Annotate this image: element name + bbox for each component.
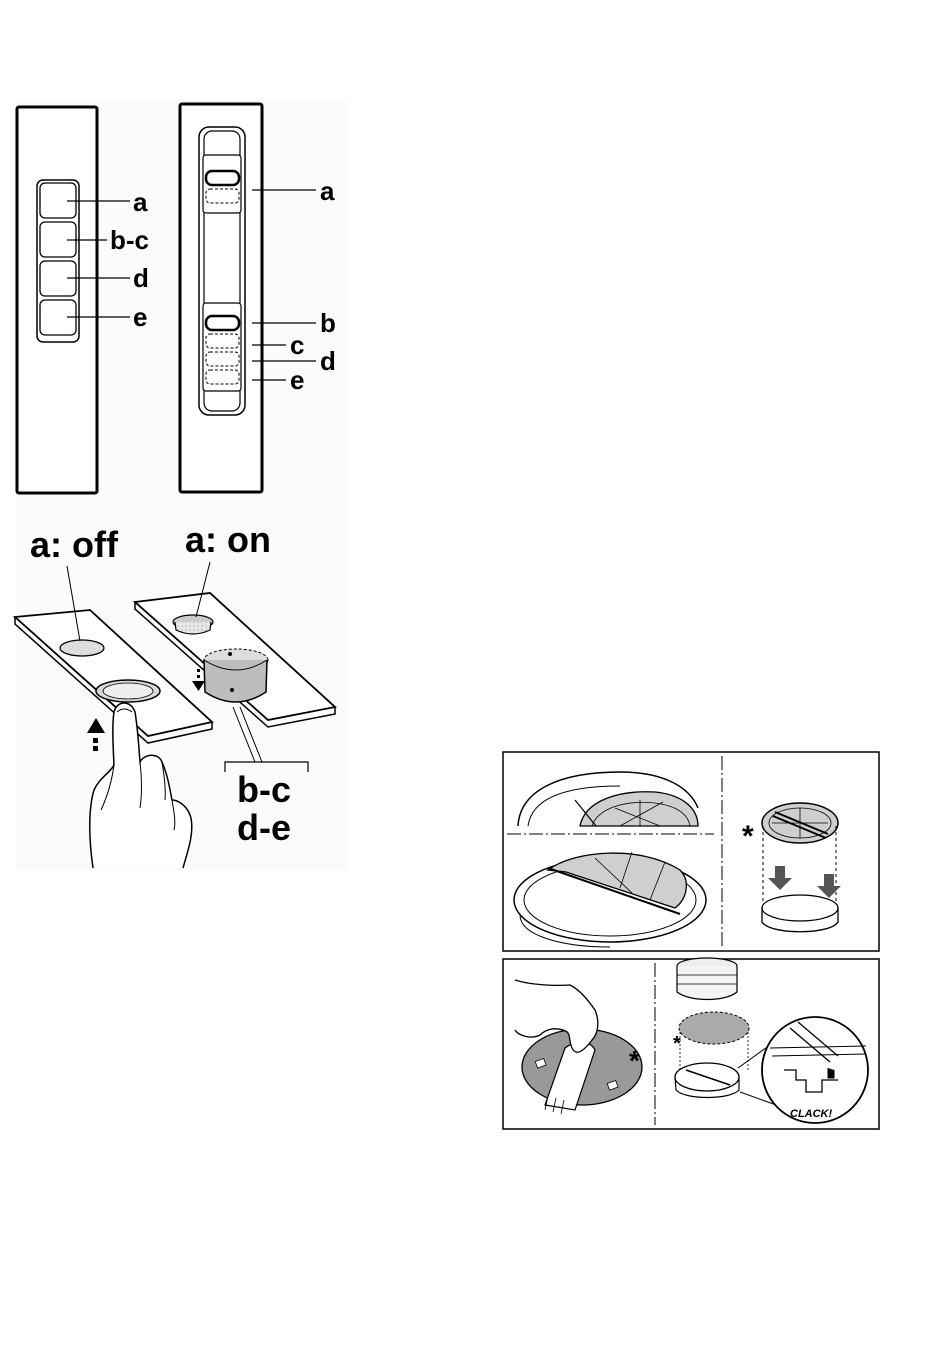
- filter-install-box-top: *: [503, 752, 879, 951]
- clack-label: CLACK!: [790, 1108, 832, 1120]
- label-b-c: b-c: [110, 225, 149, 255]
- label-e: e: [133, 302, 147, 332]
- label-c: c: [290, 330, 304, 360]
- label-e: e: [290, 365, 304, 395]
- label-b: b: [320, 308, 336, 338]
- filter-install-box-bottom: * * CLACK!: [503, 958, 879, 1129]
- a-on-label: a: on: [185, 519, 271, 560]
- label-d: d: [133, 263, 149, 293]
- filter-ghost-icon: [679, 1012, 749, 1044]
- button-a-off: [60, 640, 104, 656]
- asterisk-label: *: [742, 820, 754, 853]
- filter-ring-icon: [762, 895, 838, 921]
- label-a: a: [133, 187, 148, 217]
- asterisk-label: *: [629, 1045, 640, 1076]
- a-off-label: a: off: [30, 524, 119, 565]
- b-c-label: b-c: [237, 769, 291, 810]
- label-d: d: [320, 346, 336, 376]
- d-e-label: d-e: [237, 807, 291, 848]
- label-a: a: [320, 176, 335, 206]
- duct-icon: [677, 966, 737, 1000]
